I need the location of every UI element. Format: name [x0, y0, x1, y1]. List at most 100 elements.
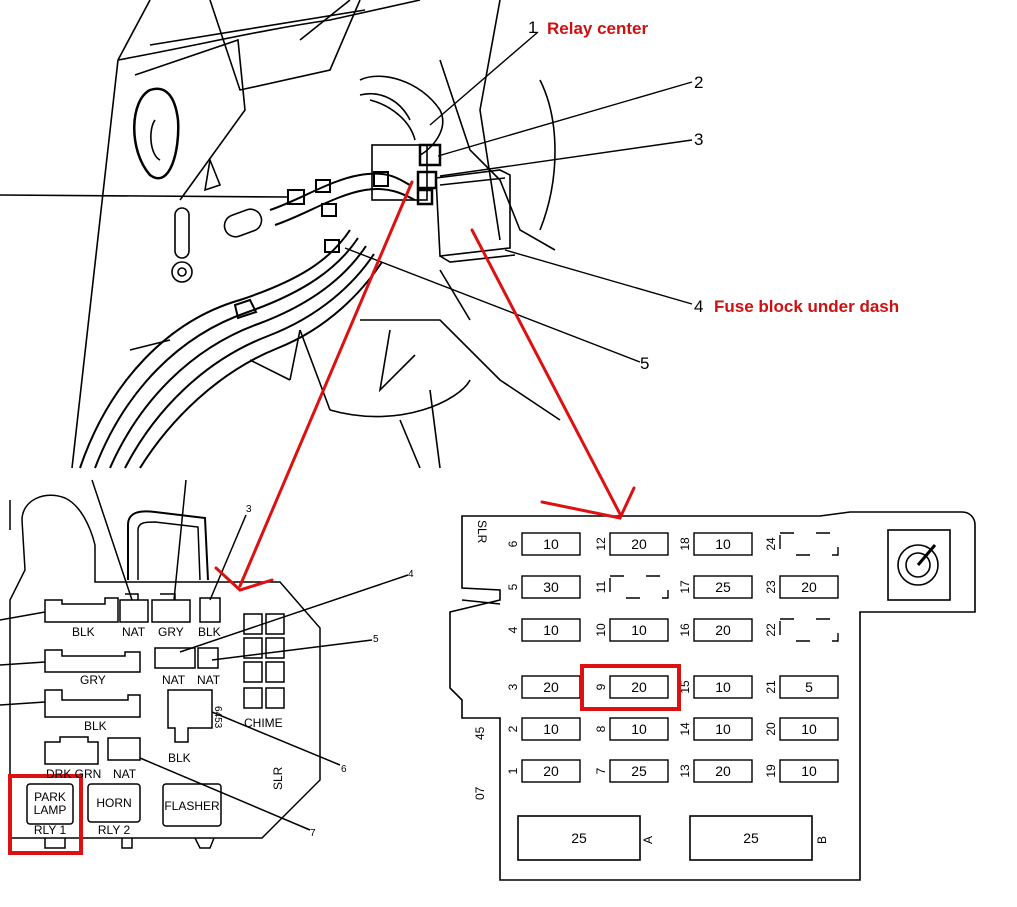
side-label: 45 [473, 726, 487, 740]
callout-1: 1 Relay center [528, 18, 648, 38]
fuse-number: 12 [594, 537, 608, 551]
fuse-body [693, 675, 753, 699]
fuse-body [521, 618, 581, 642]
connector-label: DRK GRN [46, 767, 101, 781]
fuse-body [693, 618, 753, 642]
callout-label-relay-center: Relay center [547, 19, 648, 38]
connector-label: NAT [113, 767, 137, 781]
fuse-rating: 10 [715, 536, 731, 552]
fuse-slot-21: 21 5 [764, 675, 839, 699]
callout-number-3: 3 [694, 130, 703, 149]
fuse-rating: 20 [543, 763, 559, 779]
fuse-body [779, 759, 839, 783]
callout-number-5: 5 [640, 354, 649, 373]
fuse-rating: 10 [631, 721, 647, 737]
fuse-number: 11 [594, 580, 608, 593]
fuse-body [609, 675, 669, 699]
fuse-slot-11: 11 [594, 575, 669, 599]
fuse-rating: 10 [631, 622, 647, 638]
connector-label: BLK [84, 719, 107, 733]
fuse-number: 20 [764, 722, 778, 736]
part-number: 6453 [212, 706, 223, 729]
fuse-body [609, 618, 669, 642]
fuse-number: 21 [764, 680, 778, 694]
fuse-rating: 10 [801, 763, 817, 779]
relay-position: RLY 1 [34, 823, 67, 837]
fuse-rating: 5 [805, 679, 813, 695]
fuse-9-highlight [580, 664, 681, 711]
fuse-rating: 10 [715, 679, 731, 695]
fuse-body [609, 532, 669, 556]
fuse-number: 6 [506, 540, 520, 547]
connector-label: BLK [72, 625, 95, 639]
relay-position: RLY 2 [98, 823, 131, 837]
maxi-fuse-rating: 25 [743, 830, 759, 846]
fuse-body [779, 575, 839, 599]
fuse-body [693, 717, 753, 741]
fuse-number: 14 [678, 722, 692, 736]
park-lamp-relay-highlight [8, 774, 83, 855]
maxi-fuse-rating: 25 [571, 830, 587, 846]
fuse-body [521, 532, 581, 556]
maxi-fuses: 25 A 25 B [517, 815, 829, 861]
fuse-body [693, 532, 753, 556]
connector-label: NAT [162, 673, 186, 687]
relay-center-labels: BLK NAT GRY BLK GRY NAT NAT BLK DRK GRN … [34, 504, 414, 839]
fuse-number: 23 [764, 580, 778, 594]
fuse-number: 13 [678, 764, 692, 778]
fuse-number: 2 [506, 725, 520, 732]
fuse-rating: 10 [715, 721, 731, 737]
fuse-number: 16 [678, 623, 692, 637]
fuse-slot-22: 22 [764, 618, 839, 642]
fuse-body [609, 575, 669, 599]
fuse-number: 8 [594, 725, 608, 732]
fuse-body [521, 717, 581, 741]
fuse-number: 9 [594, 683, 608, 690]
callout-number: 3 [246, 504, 252, 515]
connector-label: NAT [122, 625, 146, 639]
connector-label: GRY [80, 673, 106, 687]
fuse-rating: 10 [543, 536, 559, 552]
fuse-number: 4 [506, 626, 520, 633]
callout-4: 4 Fuse block under dash [694, 297, 899, 316]
callout-leaders-top [344, 31, 693, 363]
fuse-rating: 20 [801, 579, 817, 595]
connector-label: BLK [198, 625, 221, 639]
fuse-number: 22 [764, 623, 778, 637]
fuse-number: 10 [594, 623, 608, 637]
fuse-number: 15 [678, 680, 692, 694]
relay-label: HORN [96, 796, 131, 810]
callout-number: 7 [310, 828, 316, 839]
side-label: 07 [473, 786, 487, 800]
fuse-rating: 25 [631, 763, 647, 779]
fuse-body [521, 575, 581, 599]
relay-label: PARK [34, 790, 66, 804]
slr-label: SLR [271, 766, 285, 790]
relay-label: FLASHER [164, 799, 220, 813]
fuse-rating: 10 [543, 622, 559, 638]
connector-label: BLK [168, 751, 191, 765]
fuse-body [693, 575, 753, 599]
callout-number: 1 [528, 18, 537, 37]
vehicle-interior-illustration [0, 0, 561, 469]
fuse-rating: 20 [631, 679, 647, 695]
fuse-number: 17 [678, 580, 692, 594]
fuse-body [779, 618, 839, 642]
fuse-body [609, 759, 669, 783]
callout-number: 5 [373, 634, 379, 645]
relay-center-detail [0, 479, 409, 849]
slr-label: SLR [475, 520, 489, 544]
fuse-number: 3 [506, 683, 520, 690]
red-arrows [214, 180, 636, 592]
